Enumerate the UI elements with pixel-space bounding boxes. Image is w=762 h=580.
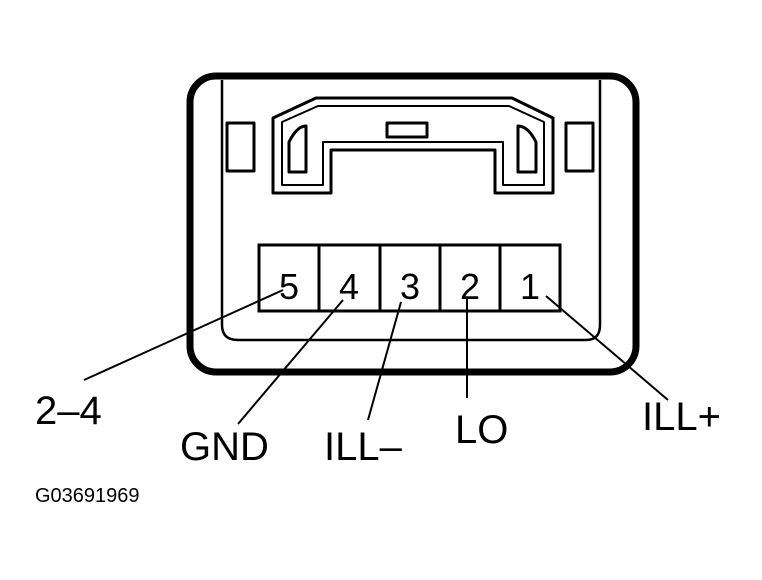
pin-number-3: 3	[400, 266, 420, 307]
left-side-tab	[225, 121, 256, 173]
center-key	[385, 121, 429, 139]
signal-label-pin-4: GND	[180, 425, 269, 469]
terminal-block: 5 4 3 2 1	[257, 243, 562, 313]
signal-label-pin-1: ILL+	[642, 395, 721, 439]
housing-inner	[220, 80, 602, 342]
pin-number-5: 5	[279, 266, 299, 307]
connector-housing	[186, 72, 640, 376]
right-side-tab	[564, 121, 595, 173]
leader-line-pin-5	[83, 289, 284, 381]
signal-label-pin-5: 2–4	[35, 389, 102, 433]
signal-label-pin-2: LO	[455, 408, 508, 452]
pin-number-2: 2	[460, 266, 480, 307]
latch-window-left	[287, 124, 308, 174]
figure-id: G03691969	[35, 485, 140, 507]
leader-lines	[83, 289, 669, 425]
leader-line-pin-3	[367, 301, 402, 421]
terminal-frame	[257, 243, 562, 313]
leader-line-pin-1	[545, 295, 669, 401]
pin-number-1: 1	[520, 266, 540, 307]
latch-inner	[281, 105, 545, 186]
latch-window-right	[516, 124, 538, 174]
pin-number-4: 4	[339, 266, 359, 307]
signal-label-pin-3: ILL–	[324, 425, 403, 469]
latch-outer	[271, 96, 555, 195]
leader-line-pin-4	[237, 299, 344, 425]
housing-outer	[186, 72, 640, 376]
